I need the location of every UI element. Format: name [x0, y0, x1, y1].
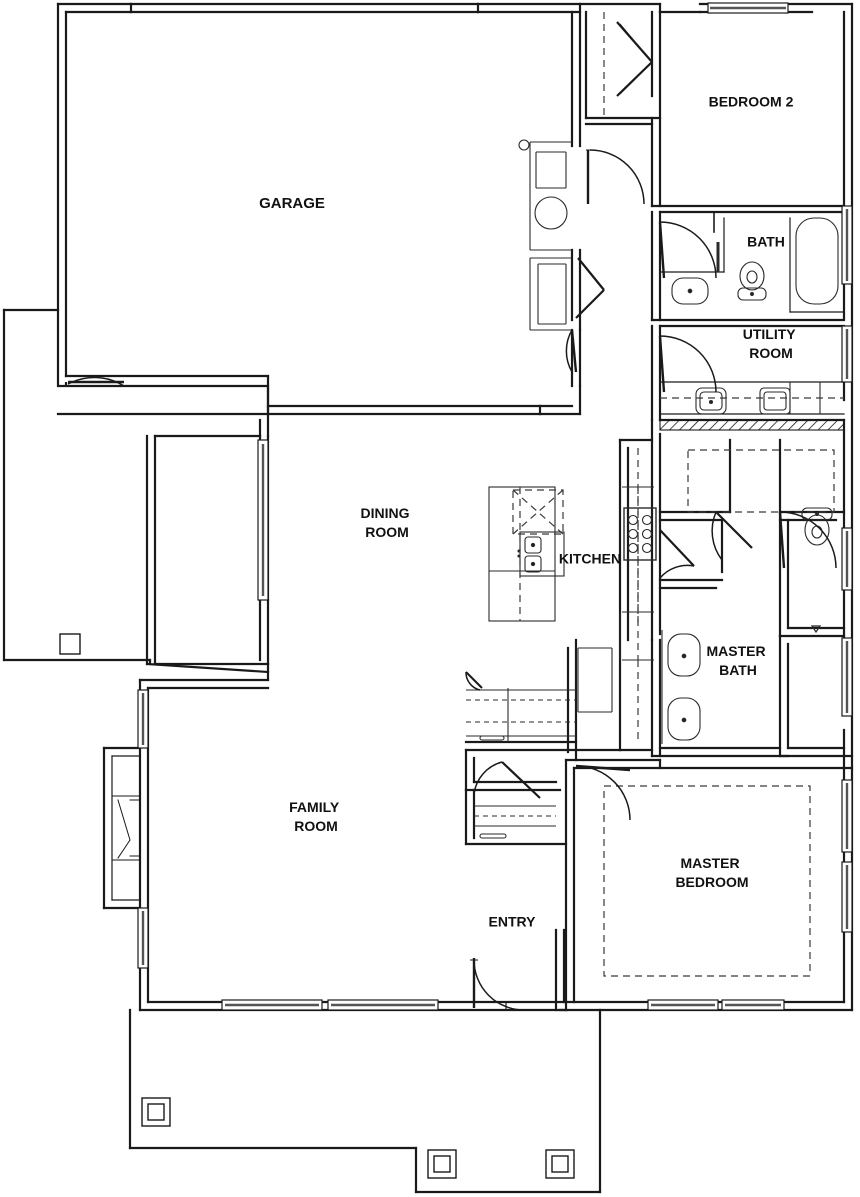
door-symbols — [64, 21, 837, 1011]
room-label-entry: ENTRY — [489, 914, 537, 930]
door-garage-side — [64, 376, 125, 387]
room-label-kitchen: KITCHEN — [559, 551, 621, 567]
room-labels: GARAGE BEDROOM 2 BATH UTILITY ROOM DININ… — [259, 94, 800, 930]
patio-columns — [59, 633, 575, 1179]
bath-sink-icon — [671, 277, 709, 305]
room-label-family-room: FAMILY ROOM — [289, 799, 343, 834]
room-label-bedroom-2: BEDROOM 2 — [709, 94, 794, 110]
door-bedroom2-bifold — [616, 21, 653, 97]
family-line-1: FAMILY — [289, 799, 340, 815]
room-label-dining-room: DINING ROOM — [361, 505, 414, 540]
room-label-bath: BATH — [747, 234, 785, 250]
master-tray-ceiling — [603, 785, 811, 977]
door-garage-to-house — [565, 329, 578, 373]
utility-sink-icon — [695, 387, 727, 415]
door-front-entry — [470, 958, 525, 1011]
door-master-bath-hall — [659, 511, 753, 579]
hood-dashed — [512, 489, 564, 535]
hatched-wall — [659, 419, 845, 431]
utility-line-2: ROOM — [749, 345, 793, 361]
window-symbols — [137, 2, 853, 1011]
room-label-master-bath: MASTER BATH — [706, 643, 769, 678]
kitchen-island — [488, 486, 565, 622]
dining-line-2: ROOM — [365, 524, 409, 540]
master-bath-line-2: BATH — [719, 662, 757, 678]
pantry-cabinets — [466, 647, 613, 742]
room-label-garage: GARAGE — [259, 195, 325, 212]
door-utility — [658, 335, 717, 393]
door-master-bedroom — [575, 764, 631, 821]
door-master-wc — [778, 511, 837, 569]
master-bed-line-2: BEDROOM — [675, 874, 748, 890]
door-hall-bifold — [575, 257, 605, 319]
utility-line-1: UTILITY — [743, 326, 797, 342]
master-vanity — [661, 630, 701, 744]
room-label-master-bedroom: MASTER BEDROOM — [675, 855, 748, 890]
family-line-2: ROOM — [294, 818, 338, 834]
bath-toilet-icon — [737, 261, 767, 301]
dining-line-1: DINING — [361, 505, 410, 521]
bathtub-icon — [795, 217, 839, 305]
master-bath-line-1: MASTER — [706, 643, 765, 659]
dashed-overlay-lines — [512, 12, 844, 977]
master-closet-dashed — [687, 449, 835, 513]
interior-detail-lines — [466, 139, 839, 839]
door-hall-kitchen — [465, 671, 483, 691]
room-label-utility-room: UTILITY ROOM — [743, 326, 800, 361]
door-bath — [658, 221, 717, 279]
entry-closet — [474, 805, 556, 839]
door-bedroom2 — [586, 149, 645, 205]
master-bed-line-1: MASTER — [680, 855, 739, 871]
door-entry-closet — [473, 761, 541, 799]
